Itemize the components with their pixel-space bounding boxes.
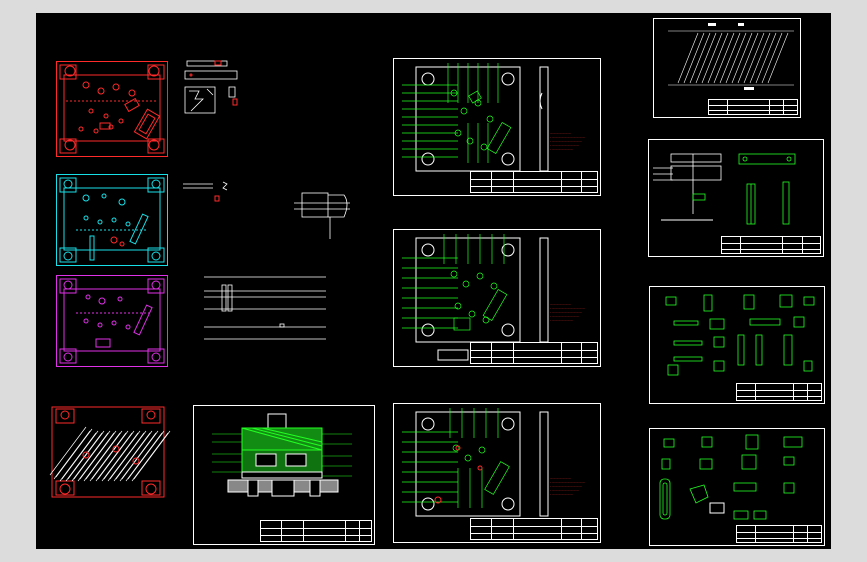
die-plan-drawing-2 [402,234,549,361]
title-block [470,342,598,364]
cyan-plate-drawing [56,174,168,266]
strip-section [204,276,326,340]
part-detail-sheet-1[interactable] [648,139,824,257]
die-plan-drawing-1 [402,63,549,172]
strip-layout-sheet[interactable] [653,18,801,118]
part-detail-drawing-2 [665,294,815,376]
die-plan-sheet-3[interactable]: ———————- ———————————- ——————————- ——————… [393,403,601,543]
technical-notes: ———————- ———————————- ——————————- ——————… [550,131,586,151]
technical-notes: ———————- ———————————- ——————————- ——————… [550,476,586,496]
technical-notes: ———————- ———————————- ——————————- ——————… [550,302,586,322]
part-detail-sheet-2[interactable] [649,286,825,404]
die-plan-sheet-1[interactable]: ———————- ———————————- ——————————- ——————… [393,58,601,196]
red-plate-drawing [56,61,168,157]
die-plan-drawing-3 [402,408,549,517]
section-view-drawing [212,413,352,497]
cad-drawing-canvas[interactable]: ———————- ———————————- ——————————- ——————… [36,13,831,549]
title-block [470,171,598,193]
title-block [736,383,822,401]
part-detail-sheet-3[interactable] [649,428,825,546]
magenta-plate-drawing [56,275,168,367]
part-detail-drawing-1 [653,153,796,225]
small-part-drawings [184,60,238,114]
title-block [260,520,372,542]
guide-section [294,192,350,239]
title-block [736,525,822,543]
die-plan-sheet-2[interactable]: ———————- ———————————- ——————————- ——————… [393,229,601,367]
part-detail-drawing-3 [659,434,803,520]
title-block [721,236,821,254]
assembly-plate-drawing [49,406,171,498]
section-view-sheet[interactable] [193,405,375,545]
title-block [708,99,798,115]
punch-detail-small [183,181,228,202]
strip-layout-drawing [668,23,794,90]
title-block [470,518,598,540]
